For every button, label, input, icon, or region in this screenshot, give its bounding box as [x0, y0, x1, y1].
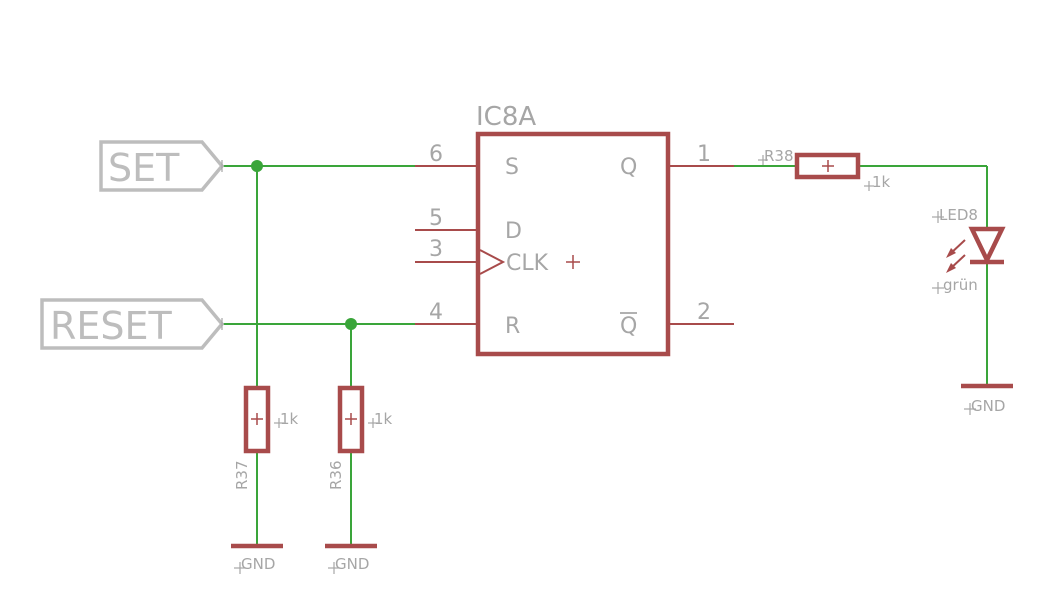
pin-clk-number: 3: [429, 237, 443, 262]
junction-set: [251, 160, 263, 172]
pin-d-name: D: [505, 219, 522, 244]
r37-body: [243, 385, 271, 454]
led8-triangle-icon: [968, 226, 1006, 266]
r38-body: [794, 152, 861, 180]
led8-value: grün: [943, 276, 978, 294]
r37-value: 1k: [280, 410, 299, 428]
led8-name: LED8: [939, 206, 978, 224]
ic8a-body: [475, 131, 671, 357]
resistor-r37: 1k R37: [233, 385, 299, 490]
r36-value: 1k: [374, 410, 393, 428]
reset-flag-shape: [40, 298, 225, 350]
pin-r-name: R: [505, 314, 520, 339]
gnd-r37: GND: [231, 543, 283, 574]
gnd-led8: GND: [961, 383, 1013, 415]
r36-name: R36: [327, 460, 345, 490]
led-led8: LED8 grün: [932, 206, 1006, 294]
pin-s-number: 6: [429, 142, 443, 167]
r38-name: R38: [764, 147, 794, 165]
reset-flag: RESET: [40, 298, 225, 350]
junction-reset: [345, 318, 357, 330]
pin-clk-name: CLK: [506, 251, 549, 276]
pin-qbar-name: Q: [620, 314, 637, 339]
resistor-r38: R38 1k: [758, 147, 891, 191]
pin-q-name: Q: [620, 155, 637, 180]
led8-arrowhead-2: [946, 263, 956, 273]
r38-value: 1k: [872, 173, 891, 191]
wires: [222, 160, 988, 546]
gnd-led8-label: GND: [971, 397, 1005, 415]
pin-d-number: 5: [429, 206, 443, 231]
clk-triangle-icon: [479, 249, 506, 275]
pin-s-name: S: [505, 155, 519, 180]
ic8a: IC8A 6 5 3 4 1 2 S D CLK R Q Q: [415, 102, 734, 357]
gnd-r36: GND: [325, 543, 377, 574]
gnd-r37-label: GND: [241, 555, 275, 573]
ic8a-name: IC8A: [476, 102, 536, 132]
pin-qbar-number: 2: [697, 300, 711, 325]
pin-q-number: 1: [697, 142, 711, 167]
set-flag: SET: [99, 140, 225, 192]
led8-arrowhead-1: [946, 248, 956, 258]
set-flag-label: SET: [108, 146, 180, 190]
pin-r-number: 4: [429, 300, 443, 325]
r36-body: [337, 385, 365, 454]
resistor-r36: 1k R36: [327, 385, 393, 490]
reset-flag-label: RESET: [50, 304, 173, 348]
set-flag-shape: [99, 140, 225, 192]
gnd-r36-label: GND: [335, 555, 369, 573]
r37-name: R37: [233, 460, 251, 490]
